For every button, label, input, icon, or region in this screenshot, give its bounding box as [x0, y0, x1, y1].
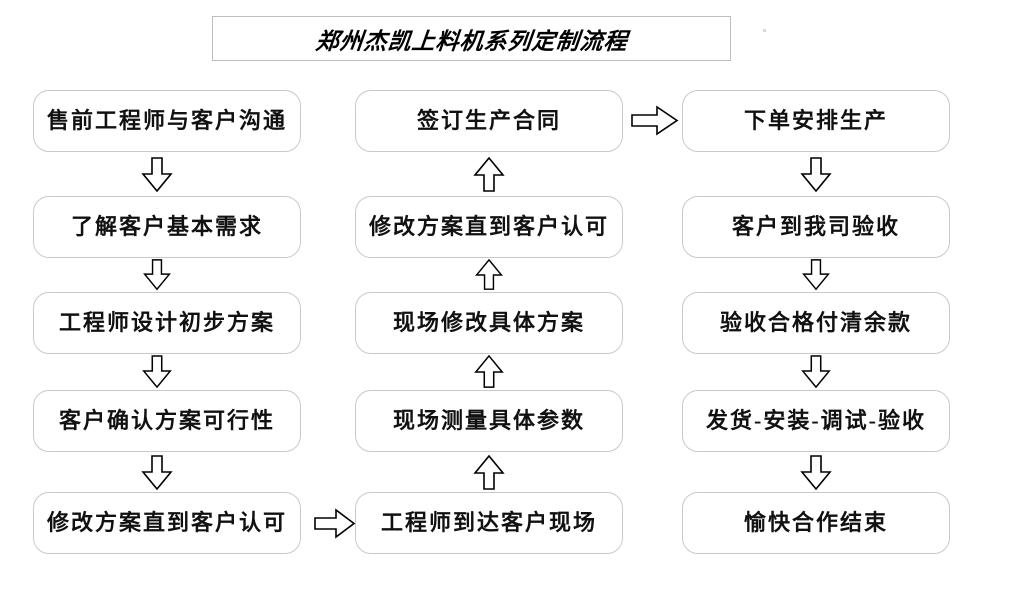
arrow-up-icon: [473, 355, 505, 389]
node-engineer-draft-plan[interactable]: 工程师设计初步方案: [33, 292, 301, 354]
node-label: 愉快合作结束: [743, 510, 888, 535]
node-label: 工程师设计初步方案: [58, 310, 275, 335]
node-label: 客户到我司验收: [731, 214, 900, 239]
node-label: 修改方案直到客户认可: [46, 510, 287, 535]
arrow-up-icon: [473, 259, 505, 291]
node-understand-requirements[interactable]: 了解客户基本需求: [33, 196, 301, 258]
arrow-down-icon: [141, 455, 173, 491]
arrow-down-icon: [141, 355, 173, 389]
arrow-down-icon: [800, 355, 832, 389]
arrow-right-icon: [314, 508, 356, 540]
node-label: 下单安排生产: [743, 108, 888, 133]
node-place-order-schedule-production[interactable]: 下单安排生产: [682, 90, 950, 152]
node-ship-install-debug-accept[interactable]: 发货-安装-调试-验收: [682, 390, 950, 452]
node-label: 客户确认方案可行性: [58, 408, 275, 433]
arrow-right-icon: [631, 105, 679, 137]
arrow-up-icon: [473, 455, 505, 491]
node-revise-until-approved-mid[interactable]: 修改方案直到客户认可: [355, 196, 623, 258]
page-title: 郑州杰凯上料机系列定制流程: [313, 28, 629, 54]
node-customer-confirm-feasibility[interactable]: 客户确认方案可行性: [33, 390, 301, 452]
node-label: 签订生产合同: [416, 108, 561, 133]
arrow-down-icon: [800, 259, 832, 291]
node-label: 售前工程师与客户沟通: [46, 108, 287, 133]
node-label: 发货-安装-调试-验收: [706, 408, 926, 433]
node-onsite-revise-plan[interactable]: 现场修改具体方案: [355, 292, 623, 354]
arrow-up-icon: [473, 157, 505, 193]
arrow-down-icon: [141, 259, 173, 291]
node-label: 现场测量具体参数: [392, 408, 585, 433]
node-happy-cooperation-end[interactable]: 愉快合作结束: [682, 492, 950, 554]
arrow-down-icon: [800, 455, 832, 491]
node-sign-production-contract[interactable]: 签订生产合同: [355, 90, 623, 152]
arrow-down-icon: [800, 157, 832, 193]
node-label: 现场修改具体方案: [392, 310, 585, 335]
stray-dot-artifact: [763, 29, 766, 32]
node-customer-inspection-at-factory[interactable]: 客户到我司验收: [682, 196, 950, 258]
diagram-title-box: 郑州杰凯上料机系列定制流程: [212, 16, 731, 61]
arrow-down-icon: [141, 157, 173, 193]
node-pay-balance-after-acceptance[interactable]: 验收合格付清余款: [682, 292, 950, 354]
node-engineer-arrive-onsite[interactable]: 工程师到达客户现场: [355, 492, 623, 554]
node-label: 了解客户基本需求: [70, 214, 263, 239]
node-revise-until-approved-left[interactable]: 修改方案直到客户认可: [33, 492, 301, 554]
node-onsite-measure-parameters[interactable]: 现场测量具体参数: [355, 390, 623, 452]
node-label: 工程师到达客户现场: [380, 510, 597, 535]
node-label: 验收合格付清余款: [719, 310, 912, 335]
node-label: 修改方案直到客户认可: [368, 214, 609, 239]
node-pre-sales-communication[interactable]: 售前工程师与客户沟通: [33, 90, 301, 152]
